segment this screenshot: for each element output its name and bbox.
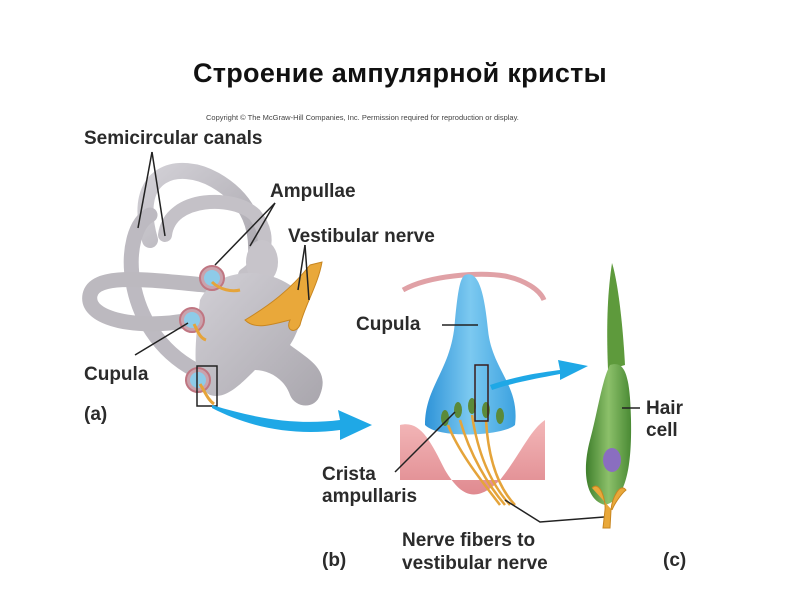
ampulla-wall — [401, 271, 547, 302]
label-hair-line2: cell — [646, 420, 678, 441]
label-panel-c: (c) — [663, 550, 687, 571]
nerve-fibers-b — [446, 414, 516, 506]
label-hair-line1: Hair — [646, 398, 683, 419]
arrow-b-to-c — [490, 360, 588, 390]
ampulla-1 — [199, 265, 241, 293]
nerve-fibers-leader — [504, 499, 605, 523]
label-nerve-fibers-line2: vestibular nerve — [402, 553, 548, 574]
detail-box-a — [196, 365, 218, 407]
label-ampullae: Ampullae — [270, 181, 356, 202]
label-crista-line1: Crista — [322, 464, 376, 485]
label-cupula-a: Cupula — [84, 364, 149, 385]
semicircular-canals-illustration — [82, 151, 323, 407]
label-vestibular-nerve: Vestibular nerve — [288, 226, 435, 247]
cupula-shape — [425, 274, 516, 435]
label-panel-b: (b) — [322, 550, 347, 571]
label-crista-line2: ampullaris — [322, 486, 418, 507]
copyright-notice: Copyright © The McGraw-Hill Companies, I… — [206, 113, 519, 122]
label-panel-a: (a) — [84, 404, 108, 425]
nerve-endings — [591, 485, 627, 529]
lateral-canal — [82, 272, 213, 332]
crista-leader — [394, 411, 456, 473]
stereocilia — [607, 263, 625, 370]
ampulla-2 — [179, 307, 207, 342]
vestibular-nerve — [244, 261, 323, 331]
nucleus — [603, 448, 621, 472]
page-title: Строение ампулярной кристы — [192, 58, 608, 88]
label-semicircular-canals: Semicircular canals — [84, 128, 263, 149]
crista-illustration — [394, 271, 605, 523]
ampulla-bulge — [246, 240, 278, 284]
detail-box-b — [474, 364, 489, 422]
leader-lines-a — [134, 151, 310, 356]
arrow-a-to-b — [212, 405, 372, 440]
hair-cell-body — [585, 364, 632, 505]
label-nerve-fibers-line1: Nerve fibers to — [402, 530, 536, 551]
crista-base — [400, 420, 545, 495]
superior-canal — [137, 162, 265, 273]
ampulla-3 — [185, 367, 215, 406]
hair-cell-illustration — [585, 263, 640, 529]
label-cupula-b: Cupula — [356, 314, 421, 335]
